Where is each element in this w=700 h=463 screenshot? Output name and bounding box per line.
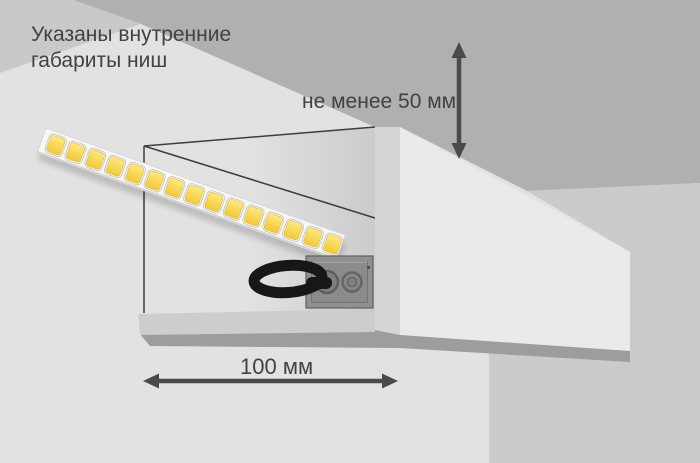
width-dimension-label: 100 мм xyxy=(240,354,313,379)
arrow-left-head-icon xyxy=(143,373,159,389)
led-strip-leds xyxy=(44,133,344,256)
led-chip xyxy=(145,170,164,191)
psu-second-gland-cap xyxy=(346,276,358,288)
led-chip xyxy=(125,163,145,184)
soffit-side-column xyxy=(375,127,400,335)
horizontal-dimension-arrow xyxy=(143,373,398,389)
power-cable xyxy=(248,259,332,299)
title-line-1: Указаны внутренние xyxy=(31,23,231,46)
led-chip xyxy=(105,156,125,177)
niche-top-edge-line xyxy=(143,126,376,147)
psu-screw-dot xyxy=(366,265,371,270)
led-chip xyxy=(283,220,303,241)
power-supply-unit xyxy=(248,255,374,309)
led-chip xyxy=(323,234,342,255)
led-chip xyxy=(303,227,323,248)
right-wall xyxy=(489,183,700,463)
led-chip xyxy=(184,184,204,205)
soffit-front-face xyxy=(400,127,630,351)
led-strip-bottom-edge xyxy=(37,150,338,260)
led-chip xyxy=(244,206,263,227)
niche-inner-corner-line xyxy=(143,145,376,219)
ceiling-plane xyxy=(73,0,700,191)
arrow-down-head-icon xyxy=(451,143,467,159)
left-wall xyxy=(0,0,141,73)
vertical-dimension-arrow xyxy=(451,42,467,159)
led-chip xyxy=(263,213,283,234)
led-chip xyxy=(85,149,105,170)
led-chip xyxy=(204,191,224,212)
soffit-bottom-shadow xyxy=(140,330,630,362)
led-chip xyxy=(46,135,66,156)
title-line-2: габариты ниш xyxy=(31,49,167,72)
led-chip xyxy=(224,199,244,220)
height-dimension-label: не менее 50 мм xyxy=(302,90,456,113)
led-strip xyxy=(37,128,346,267)
led-chip xyxy=(164,177,184,198)
led-chip xyxy=(66,142,85,163)
arrow-right-head-icon xyxy=(382,373,398,389)
arrow-up-head-icon xyxy=(451,42,467,58)
niche-bottom-ledge xyxy=(138,309,375,335)
